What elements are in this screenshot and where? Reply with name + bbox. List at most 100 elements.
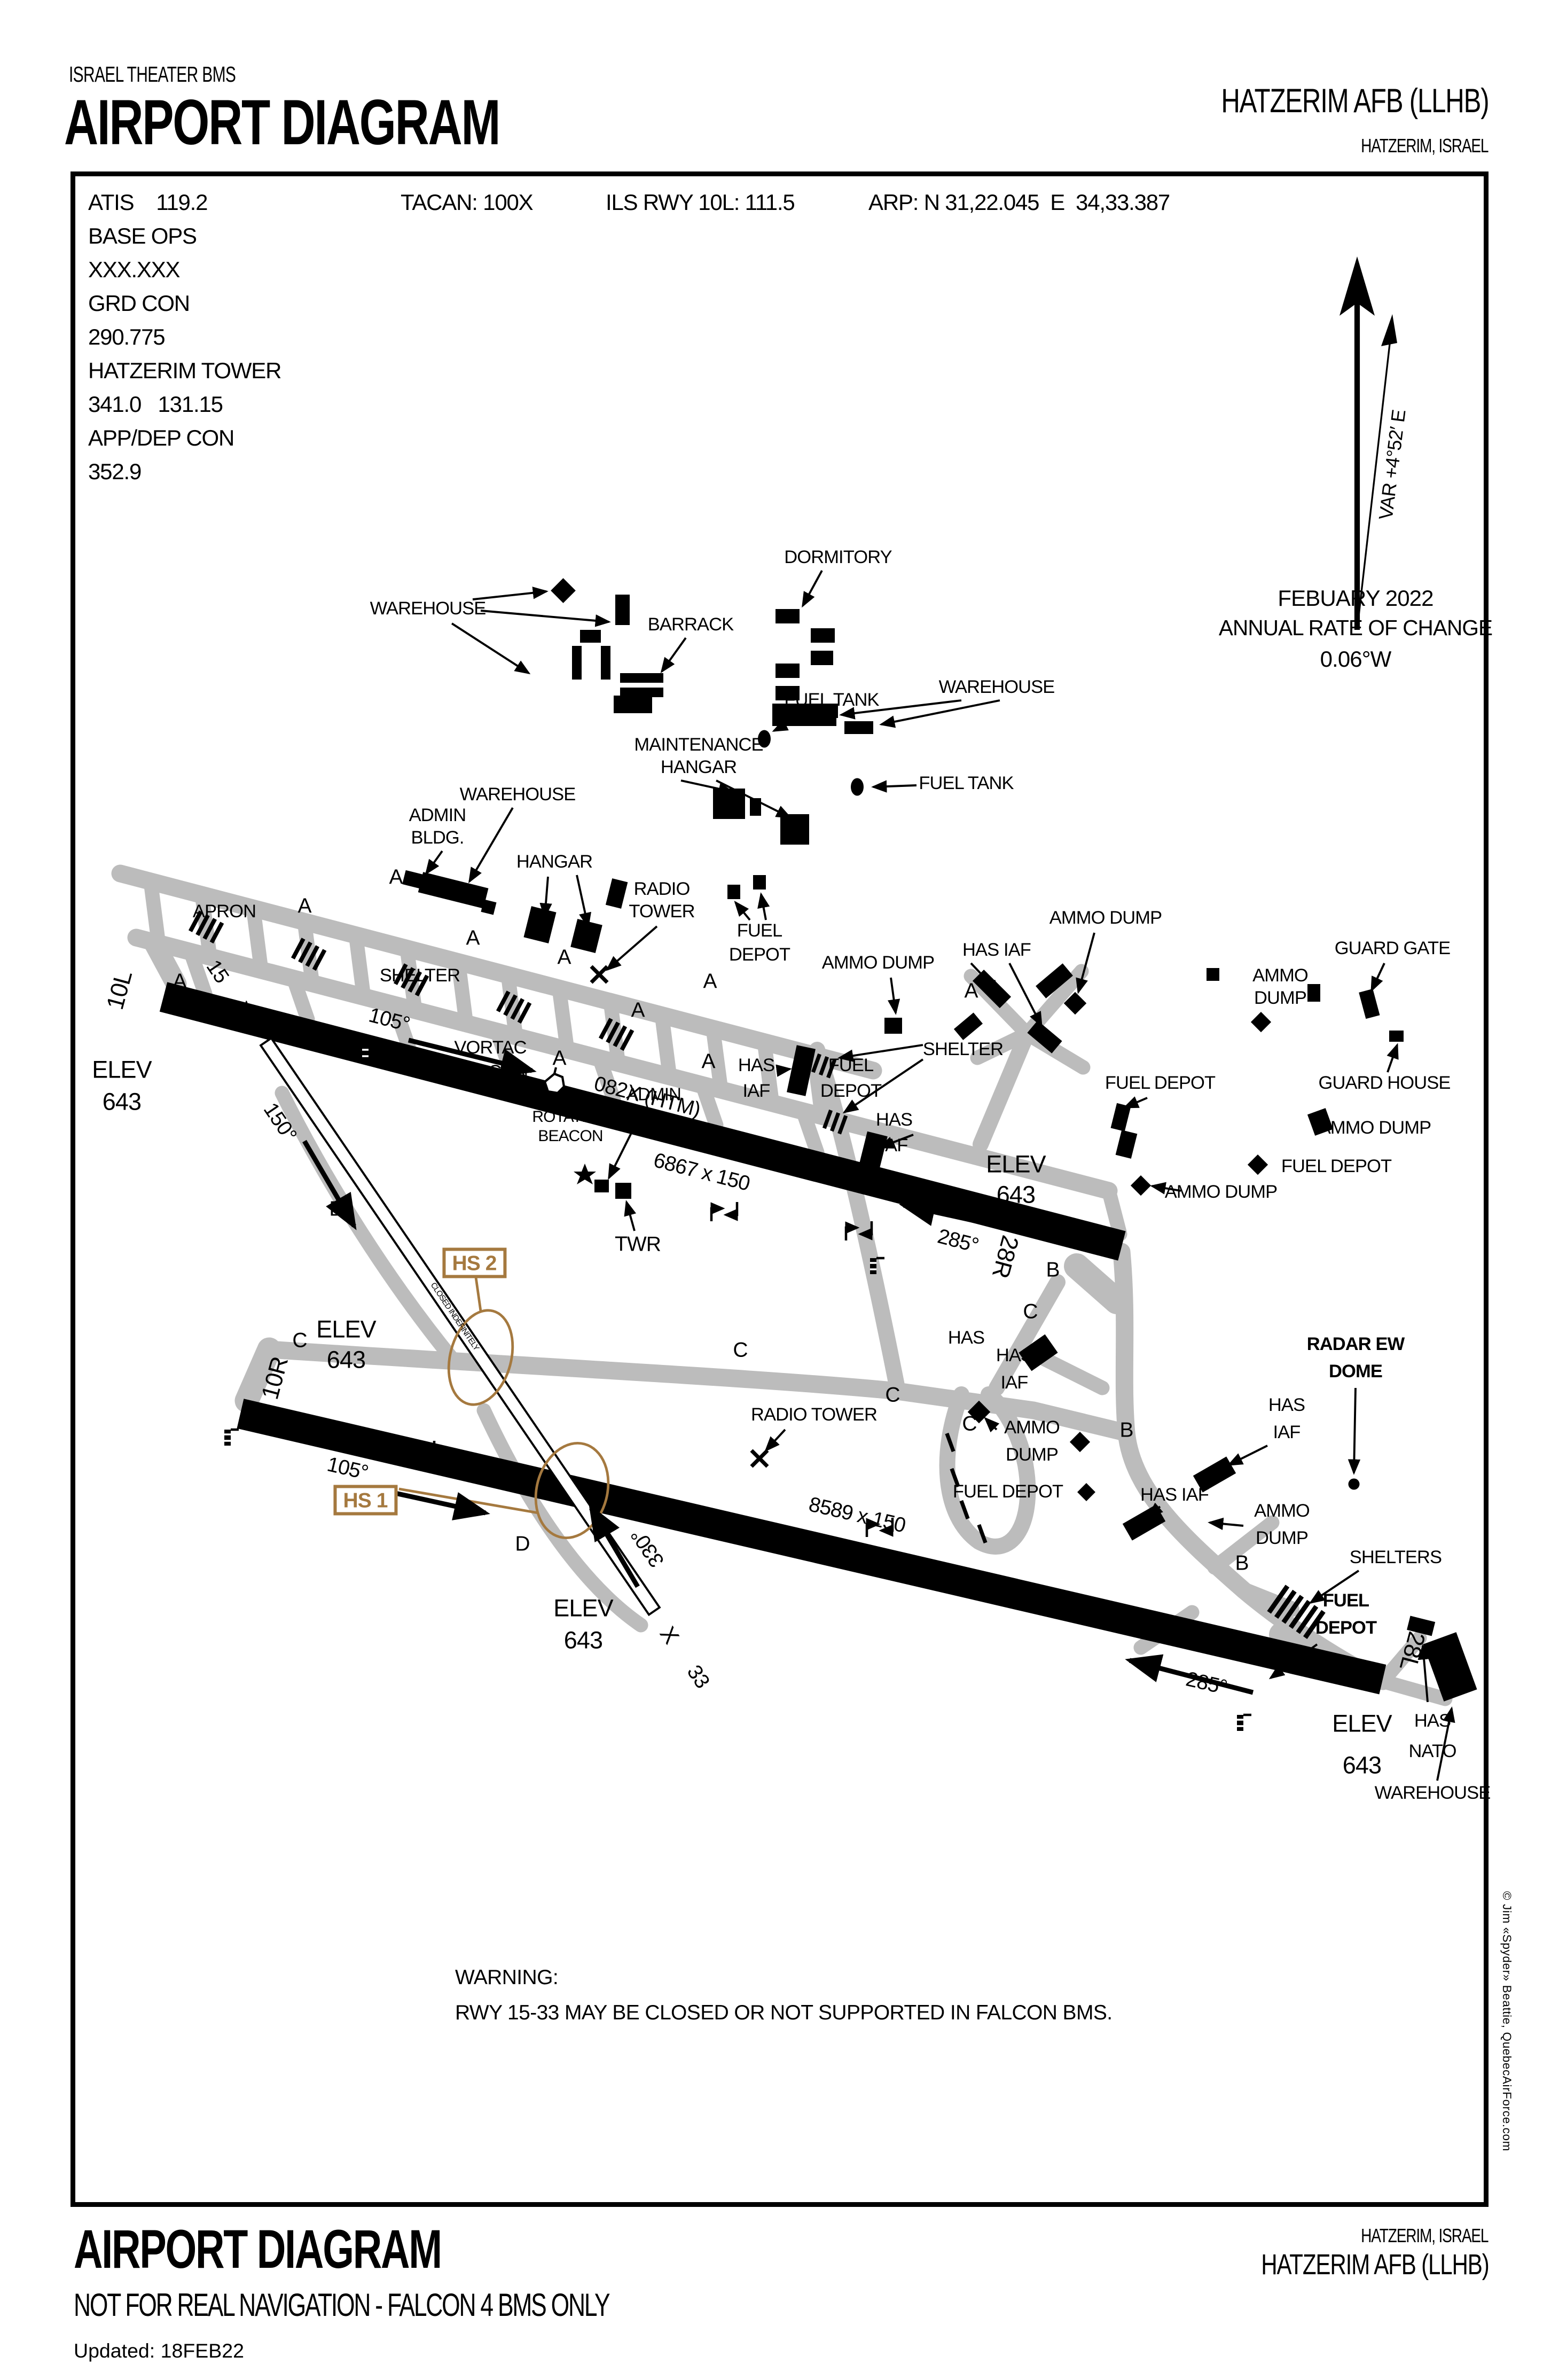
map-label: A: [701, 1049, 715, 1073]
comm-line: BASE OPS: [88, 223, 197, 248]
map-label: AMMO DUMP: [1164, 1183, 1278, 1203]
runway-28l-label: 28L: [1393, 1628, 1430, 1673]
map-label: FUEL TANK: [784, 691, 879, 711]
runway-10l-label: 10L: [101, 968, 139, 1013]
map-label: 643: [326, 1347, 366, 1375]
airport-location: HATZERIM, ISRAEL: [1361, 135, 1489, 157]
map-label: HAS: [738, 1056, 775, 1076]
map-label: ADMIN: [409, 806, 467, 826]
rate-of-change-label: ANNUAL RATE OF CHANGE: [1218, 615, 1493, 640]
map-label: BEACON: [538, 1128, 603, 1146]
chart-border: [70, 171, 1489, 2207]
map-label: HAS: [1414, 1712, 1451, 1731]
map-label: 105°: [366, 1002, 412, 1036]
map-label: APRON: [192, 902, 256, 922]
map-label: ELEV: [92, 1057, 152, 1084]
map-label: ELEV: [986, 1151, 1046, 1179]
map-label: A: [703, 969, 717, 993]
point-symbols: [538, 965, 1360, 1490]
map-label: WAREHOUSE: [1374, 1784, 1491, 1804]
footer-updated: Updated: 18FEB22: [74, 2340, 244, 2362]
map-label: D: [329, 1196, 344, 1221]
map-label: BEACON: [452, 1063, 528, 1082]
theater-label: ISRAEL THEATER BMS: [69, 63, 236, 87]
map-label: IAF: [742, 1082, 771, 1102]
map-label: AMMO: [1252, 966, 1309, 986]
map-label: NATO: [1408, 1742, 1456, 1762]
map-label: ELEV: [1332, 1711, 1392, 1738]
map-label: FUEL DEPOT: [1281, 1157, 1392, 1177]
map-label: C: [292, 1328, 307, 1352]
compass-date-label: FEBUARY 2022: [1278, 585, 1434, 611]
map-label: 643: [102, 1089, 142, 1117]
comm-line: 290.775: [88, 324, 166, 349]
page-title: AIRPORT DIAGRAM: [64, 88, 500, 159]
ils-frequency: ILS RWY 10L: 111.5: [606, 189, 795, 215]
map-label: A: [743, 1130, 757, 1155]
map-label: B: [1235, 1550, 1249, 1575]
map-label: A: [631, 997, 645, 1022]
map-label: AMMO DUMP: [1049, 909, 1162, 928]
map-label: 285°: [935, 1223, 981, 1258]
warning-title: WARNING:: [455, 1965, 559, 1989]
comm-line: XXX.XXX: [88, 256, 181, 282]
map-label: DUMP: [1005, 1446, 1059, 1465]
map-label: A: [173, 969, 186, 993]
map-label: FUEL DEPOT: [1104, 1074, 1216, 1094]
arp-coordinates: ARP: N 31,22.045 E 34,33.387: [868, 189, 1170, 215]
leader-arrows: [425, 570, 1455, 1781]
map-label: HANGAR: [516, 853, 593, 872]
map-label: ADMIN: [626, 1086, 682, 1105]
map-label: C: [733, 1337, 748, 1362]
map-label: C: [1023, 1299, 1038, 1323]
map-label: ELEV: [316, 1316, 376, 1344]
comm-line: HATZERIM TOWER: [88, 357, 281, 383]
map-label: DOME: [1329, 1362, 1383, 1382]
map-label: ROTATING: [532, 1109, 609, 1127]
map-label: IAF: [1273, 1423, 1301, 1443]
map-label: FUEL DEPOT: [952, 1482, 1063, 1502]
hold-short-markings: [224, 1043, 1251, 1731]
hotspot-2-label: HS 2: [442, 1247, 506, 1278]
map-label: WAREHOUSE: [459, 785, 576, 805]
map-label: B: [1046, 1257, 1060, 1282]
map-label: DEPOT: [1315, 1619, 1377, 1638]
map-label: AMMO DUMP: [1318, 1119, 1431, 1138]
radio-tower-icon: [750, 1449, 769, 1468]
map-label: A: [964, 978, 978, 1003]
north-arrow-icon: [1340, 256, 1375, 316]
map-label: DUMP: [1255, 1529, 1309, 1549]
variation-arrow-icon: [1381, 314, 1397, 346]
map-label: 643: [1342, 1752, 1382, 1780]
map-label: 105°: [325, 1452, 371, 1485]
map-label: HAS IAF: [962, 941, 1031, 961]
radar-dome-icon: [1348, 1478, 1360, 1490]
map-label: HAS IAF: [1140, 1486, 1209, 1505]
map-label: DORMITORY: [784, 548, 892, 568]
map-label: ELEV: [553, 1595, 613, 1623]
runway-10r-28l: [237, 1399, 1386, 1695]
map-label: AMMO: [1004, 1418, 1060, 1438]
map-label: C: [962, 1411, 977, 1435]
footer-location: HATZERIM, ISRAEL: [1361, 2225, 1489, 2247]
map-label: HAS: [875, 1111, 913, 1130]
map-label: 15: [201, 955, 234, 987]
map-label: A: [466, 925, 480, 950]
map-label: X: [229, 996, 258, 1023]
runway-10l-28r: [159, 982, 1126, 1261]
warning-text: RWY 15-33 MAY BE CLOSED OR NOT SUPPORTED…: [455, 2000, 1113, 2024]
map-label: HAS: [947, 1329, 985, 1348]
atis-frequency: ATIS 119.2: [88, 189, 208, 215]
map-label: GUARD HOUSE: [1318, 1074, 1451, 1094]
comm-line: GRD CON: [88, 290, 190, 316]
tacan-channel: TACAN: 100X: [401, 189, 534, 215]
map-label: VORTAC: [454, 1039, 527, 1058]
buildings: [402, 578, 1477, 1702]
map-label: FUEL: [828, 1056, 874, 1076]
map-label: DEPOT: [820, 1082, 882, 1102]
map-label: DEPOT: [728, 946, 790, 965]
map-label: A: [389, 864, 403, 889]
